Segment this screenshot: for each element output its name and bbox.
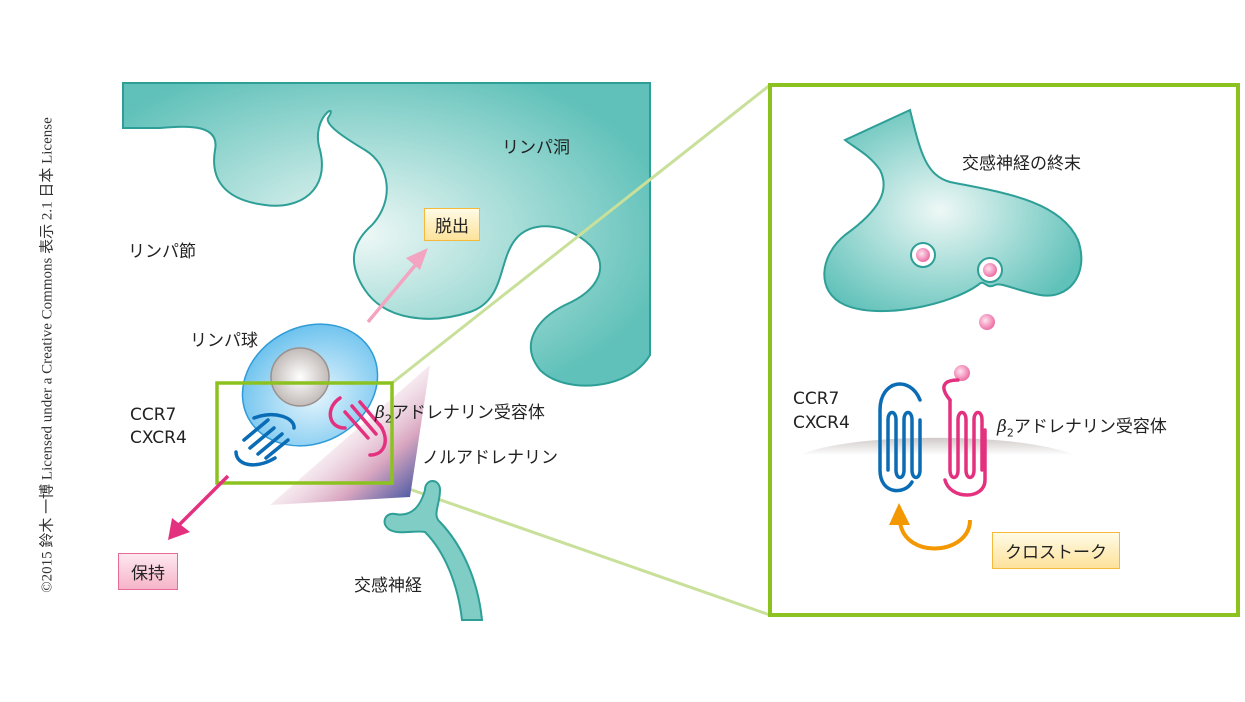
label-sympathetic-nerve: 交感神経 <box>354 576 422 596</box>
beta-subscript: 2 <box>384 412 392 426</box>
small-beta2-receptor <box>328 396 387 457</box>
label-ccr7-large: CCR7 <box>793 389 840 409</box>
license-credit: ©2015 鈴木 一博 Licensed under a Creative Co… <box>39 117 56 593</box>
beta2-receptor-text-large: アドレナリン受容体 <box>1013 417 1167 437</box>
beta2-receptor-text: アドレナリン受容体 <box>391 403 545 423</box>
zoom-connector-top <box>391 83 771 385</box>
label-ccr7: CCR7 <box>130 405 177 425</box>
label-lymph-node: リンパ節 <box>128 242 196 262</box>
cell-membrane <box>800 437 1075 455</box>
zoom-panel-frame <box>768 83 1240 617</box>
label-ccr7-cxcr4-small: CCR7 CXCR4 <box>130 404 187 450</box>
beta-symbol: β <box>375 403 385 423</box>
vesicles <box>910 242 1003 381</box>
label-nerve-terminal: 交感神経の終末 <box>962 154 1081 174</box>
zoom-region-frame <box>215 381 394 485</box>
noradrenaline-diffusion <box>270 365 430 505</box>
egress-arrow <box>366 248 428 324</box>
egress-box: 脱出 <box>424 208 480 241</box>
beta-symbol-large: β <box>997 417 1007 437</box>
label-beta2-receptor-large: β2アドレナリン受容体 <box>997 412 1167 439</box>
zoom-connector-bottom <box>391 481 771 617</box>
sympathetic-nerve-shape <box>383 480 484 621</box>
large-ccr7-cxcr4-receptor <box>878 382 922 493</box>
small-ccr7-cxcr4-receptor <box>234 413 296 467</box>
label-lymph-sinus: リンパ洞 <box>502 138 570 158</box>
crosstalk-arrow <box>889 503 972 551</box>
lymph-sinus-shape <box>122 82 651 387</box>
lymphocyte-nucleus <box>270 347 330 407</box>
label-ccr7-cxcr4-large: CCR7 CXCR4 <box>793 387 850 435</box>
retention-box: 保持 <box>118 553 178 590</box>
retention-arrow <box>168 474 230 540</box>
label-cxcr4: CXCR4 <box>130 428 187 448</box>
label-noradrenaline: ノルアドレナリン <box>422 448 558 468</box>
label-lymphocyte: リンパ球 <box>190 331 258 351</box>
crosstalk-box: クロストーク <box>992 532 1120 569</box>
label-cxcr4-large: CXCR4 <box>793 413 850 433</box>
label-beta2-receptor-small: β2アドレナリン受容体 <box>375 398 545 425</box>
nerve-terminal-shape <box>823 108 1083 313</box>
large-beta2-receptor <box>942 378 987 497</box>
beta-subscript-large: 2 <box>1006 426 1014 440</box>
